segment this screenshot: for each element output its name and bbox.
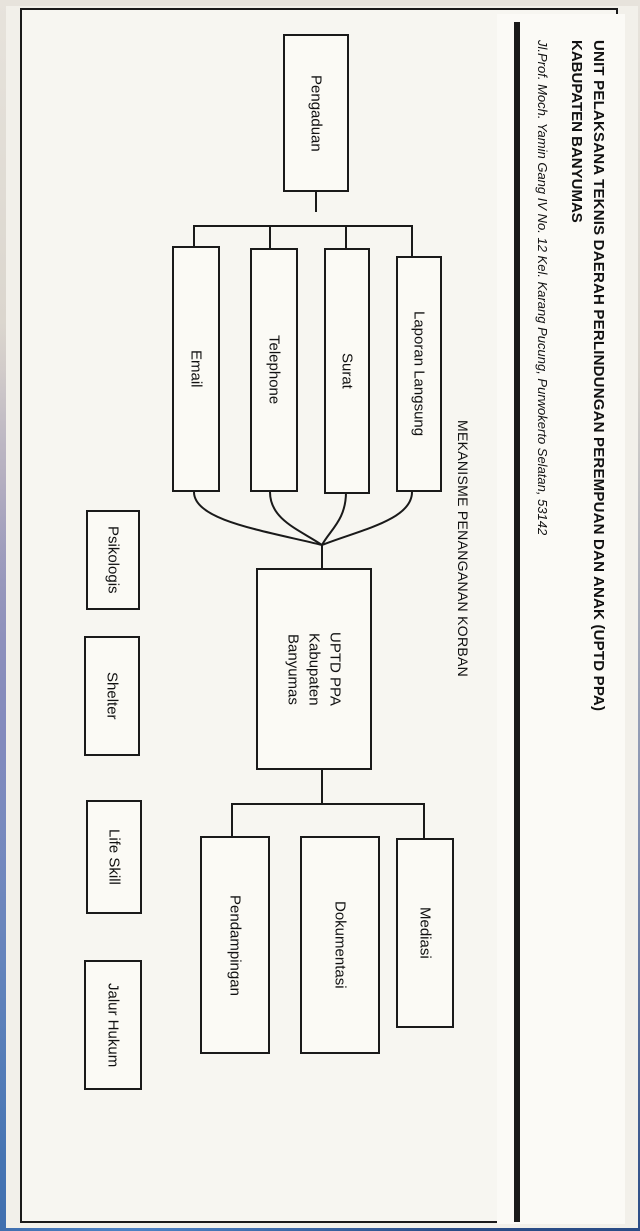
service-box-shelter: Shelter — [84, 636, 140, 756]
root-label: Pengaduan — [307, 74, 325, 152]
channel-label: Surat — [338, 353, 356, 389]
center-label: UPTD PPA Kabupaten Banyumas — [284, 632, 344, 706]
action-label: Dokumentasi — [331, 901, 349, 989]
service-box-psikologis: Psikologis — [86, 510, 140, 610]
action-box-dokumentasi: Dokumentasi — [300, 836, 380, 1054]
header-divider-bar — [514, 22, 520, 1222]
header-subtitle: KABUPATEN BANYUMAS — [568, 40, 585, 223]
channel-label: Email — [187, 350, 205, 388]
channel-box-laporan-langsung: Laporan Langsung — [396, 256, 442, 492]
action-box-mediasi: Mediasi — [396, 838, 454, 1028]
action-label: Pendampingan — [226, 894, 244, 996]
service-label: Psikologis — [104, 526, 122, 594]
service-box-life-skill: Life Skill — [86, 800, 142, 914]
service-label: Life Skill — [105, 829, 123, 885]
action-label: Mediasi — [416, 907, 434, 959]
channel-box-email: Email — [172, 246, 220, 492]
channel-box-telephone: Telephone — [250, 248, 298, 492]
center-box-uptd-ppa: UPTD PPA Kabupaten Banyumas — [256, 568, 372, 770]
root-box-pengaduan: Pengaduan — [283, 34, 349, 192]
diagram-title: MEKANISME PENANGANAN KORBAN — [455, 420, 471, 678]
header-address: Jl.Prof. Moch. Yamin Gang IV No. 12 Kel.… — [535, 40, 550, 536]
header-title: UNIT PELAKSANA TEKNIS DAERAH PERLINDUNGA… — [590, 40, 607, 712]
channel-label: Telephone — [265, 335, 283, 405]
service-label: Jalur Hukum — [104, 982, 122, 1068]
service-box-jalur-hukum: Jalur Hukum — [84, 960, 142, 1090]
service-label: Shelter — [103, 672, 121, 720]
channel-label: Laporan Langsung — [410, 311, 428, 437]
channel-box-surat: Surat — [324, 248, 370, 494]
action-box-pendampingan: Pendampingan — [200, 836, 270, 1054]
